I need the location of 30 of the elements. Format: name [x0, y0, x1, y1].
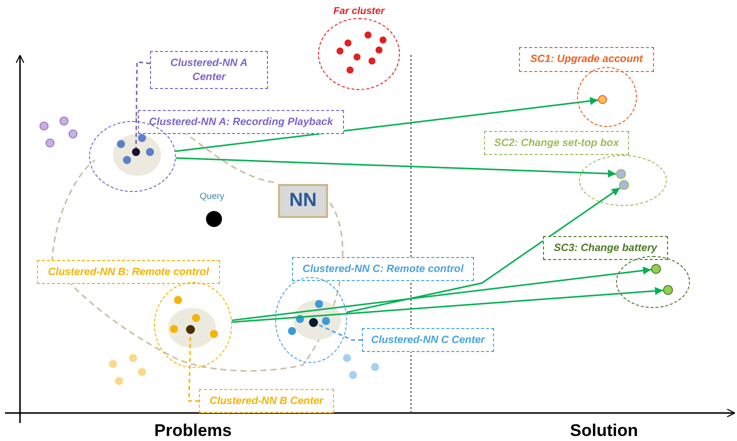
cluster-outline: [616, 256, 690, 308]
solution-label: SC1: Upgrade account: [519, 47, 654, 72]
cluster-outline: [577, 67, 637, 127]
arrow: [175, 97, 598, 152]
cluster-outline: [154, 282, 232, 368]
solution-label: SC2: Change set-top box: [484, 131, 629, 155]
nn-box: NN: [278, 184, 328, 218]
solution-point: [619, 180, 629, 190]
cluster-title: Far cluster: [332, 6, 386, 17]
solution-label: SC3: Change battery: [543, 236, 668, 260]
cluster-label: Clustered-NN A: Recording Playback: [138, 110, 344, 134]
cluster-label: Clustered-NN A Center: [150, 51, 268, 89]
arrow: [346, 187, 620, 314]
axis-label: Solution: [570, 421, 638, 441]
arrow: [176, 157, 616, 178]
arrow: [232, 266, 652, 322]
solution-point: [616, 169, 626, 179]
leader-line: [317, 324, 362, 341]
cluster-outline: [275, 277, 347, 363]
axis-label: Problems: [154, 421, 232, 441]
query-label: Query: [200, 191, 224, 201]
solution-point: [663, 285, 673, 295]
solution-point: [598, 95, 607, 104]
arrow: [232, 286, 664, 323]
solution-point: [651, 264, 661, 274]
cluster-label: Clustered-NN C: Remote control: [292, 257, 474, 281]
cluster-outline: [579, 155, 667, 206]
cluster-label: Clustered-NN B Center: [199, 389, 334, 413]
cluster-label: Clustered-NN B: Remote control: [37, 260, 220, 284]
cluster-label: Clustered-NN C Center: [362, 328, 494, 352]
